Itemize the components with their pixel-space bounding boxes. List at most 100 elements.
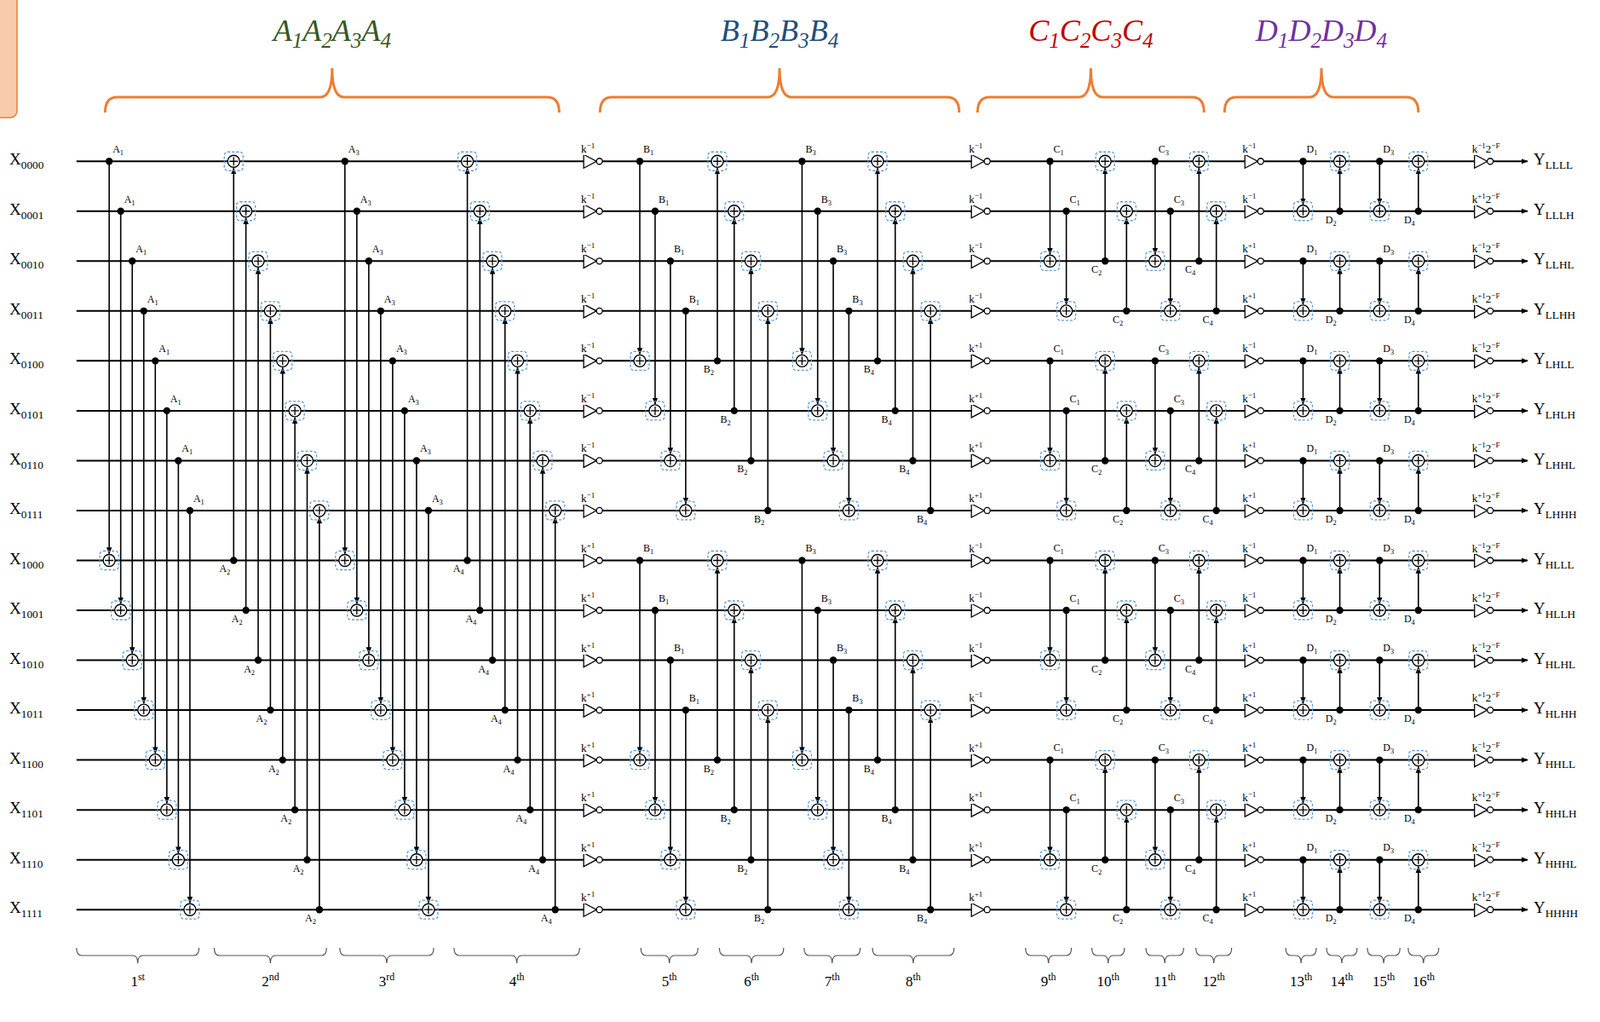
- butterfly-branch: [1417, 267, 1420, 311]
- group-heading: D1D2D3D4: [1254, 15, 1388, 53]
- twiddle-label: B2: [702, 763, 715, 777]
- gain-bubble: [1487, 457, 1494, 464]
- gain-bubble: [596, 307, 603, 314]
- butterfly-branch: [1417, 766, 1420, 811]
- adder-symbol: [676, 500, 696, 520]
- adder-plus: [412, 855, 421, 864]
- twiddle-label: D4: [1403, 713, 1416, 727]
- stage-number: 7th: [823, 971, 841, 990]
- butterfly-branch: [1104, 367, 1106, 461]
- butterfly-branch: [1302, 260, 1305, 305]
- gain-bubble: [1487, 656, 1494, 663]
- branch-dot: [1299, 356, 1307, 364]
- input-name: X0111: [8, 500, 44, 521]
- butterfly-branch: [1417, 566, 1420, 611]
- adder-plus: [1298, 605, 1307, 615]
- adder-plus: [1414, 755, 1423, 765]
- adder-symbol: [1207, 600, 1226, 620]
- gain-label: k+1: [580, 690, 596, 704]
- butterfly-branch: [478, 218, 481, 611]
- group-heading: C1C2C3C4: [1027, 15, 1154, 53]
- twiddle-label: C1: [1069, 592, 1082, 607]
- adder-circle: [1373, 903, 1386, 916]
- gain-label: k−1: [1241, 541, 1257, 555]
- branch-dot: [1195, 855, 1203, 863]
- twiddle-label: D4: [1403, 314, 1416, 329]
- twiddle-label: A1: [157, 343, 171, 357]
- twiddle-label: B2: [753, 513, 766, 528]
- adder-symbol: [395, 800, 415, 819]
- branch-dot: [1415, 706, 1422, 714]
- twiddle-label: C3: [1157, 742, 1170, 756]
- branch-dot: [389, 356, 397, 364]
- adder-symbol: [1293, 500, 1313, 520]
- gain-label: k−1: [580, 142, 596, 156]
- butterfly-branch: [1378, 460, 1381, 504]
- input-name: X0010: [8, 250, 45, 271]
- branch-dot: [667, 656, 674, 663]
- butterfly-branch: [1049, 559, 1052, 653]
- twiddle-label: D1: [1305, 542, 1318, 557]
- twiddle-label: D1: [1305, 742, 1318, 756]
- twiddle-label: A3: [395, 343, 409, 357]
- branch-dot: [1335, 307, 1343, 315]
- butterfly-branch: [733, 616, 736, 810]
- adder-plus: [1335, 555, 1345, 565]
- gain-triangle: [583, 902, 597, 916]
- adder-frame: [1369, 899, 1389, 919]
- twiddle-label: B1: [657, 194, 670, 208]
- adder-plus: [127, 656, 137, 665]
- butterfly-branch: [766, 716, 769, 910]
- adder-circle: [1099, 354, 1111, 367]
- adder-circle: [711, 553, 724, 566]
- adder-frame: [1057, 500, 1077, 520]
- adder-plus: [400, 805, 409, 814]
- gain-triangle: [971, 154, 985, 168]
- branch-dot: [1335, 805, 1343, 813]
- twiddle-label: C3: [1157, 143, 1170, 158]
- gain-label: k−1: [580, 292, 596, 306]
- adder-circle: [1210, 803, 1223, 816]
- branch-dot: [636, 556, 644, 564]
- adder-symbol: [145, 750, 165, 770]
- twiddle-label: A1: [180, 443, 194, 457]
- gain-bubble: [596, 707, 603, 714]
- adder-plus: [1375, 406, 1384, 415]
- adder-circle: [664, 853, 677, 866]
- butterfly-branch: [1065, 410, 1068, 504]
- adder-circle: [422, 903, 435, 916]
- butterfly-branch: [1339, 267, 1342, 311]
- gain-bubble: [1487, 856, 1494, 863]
- gain-triangle: [971, 403, 985, 418]
- adder-symbol: [168, 850, 188, 870]
- gain-label: k−1: [967, 641, 984, 655]
- gain-label: k+1: [1241, 441, 1257, 455]
- gain-bubble: [984, 207, 990, 214]
- branch-dot: [636, 157, 644, 165]
- adder-symbol: [99, 550, 119, 570]
- adder-symbol: [1116, 201, 1136, 221]
- adder-frame: [1330, 550, 1350, 570]
- adder-circle: [1149, 454, 1162, 467]
- adder-plus: [1062, 904, 1071, 914]
- gain-triangle: [971, 753, 985, 767]
- adder-frame: [645, 401, 665, 421]
- adder-frame: [111, 600, 131, 620]
- adder-frame: [1409, 650, 1428, 670]
- twiddle-label: A3: [407, 393, 421, 408]
- adder-symbol: [1040, 850, 1059, 870]
- adder-circle: [398, 803, 411, 816]
- output-name: YHHLL: [1532, 749, 1577, 771]
- gain-bubble: [1487, 506, 1494, 513]
- adder-circle: [906, 654, 919, 667]
- gain-label: k−12−F: [1471, 441, 1502, 455]
- adder-plus: [747, 656, 756, 665]
- stage-number: 5th: [661, 971, 679, 990]
- gain-triangle: [1474, 503, 1488, 518]
- butterfly-branch: [1339, 367, 1342, 411]
- gain-bubble: [596, 457, 603, 464]
- adder-plus: [873, 156, 882, 166]
- adder-symbol: [1095, 151, 1115, 171]
- adder-frame: [157, 800, 177, 819]
